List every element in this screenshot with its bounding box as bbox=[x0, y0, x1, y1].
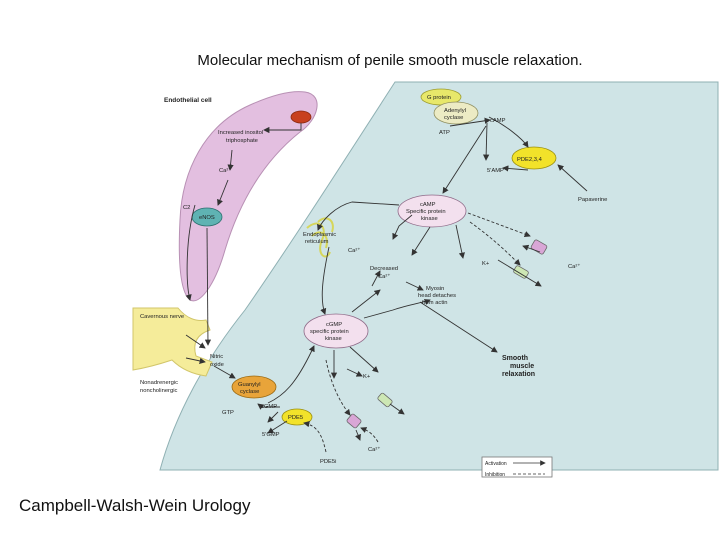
guanylyl-cyclase-oval bbox=[231, 375, 277, 399]
potassium-channel bbox=[513, 265, 529, 279]
label-k-bottom: K+ bbox=[363, 374, 371, 380]
legend-box bbox=[481, 456, 553, 478]
label-g-protein: G protein bbox=[427, 95, 451, 101]
label-camp-kinase-3: kinase bbox=[421, 216, 438, 222]
label-k-right: K+ bbox=[482, 261, 490, 267]
label-pde234: PDE2,3,4 bbox=[517, 157, 543, 163]
label-er-2: reticulum bbox=[305, 239, 329, 245]
label-ca-er: Ca²⁺ bbox=[348, 247, 360, 254]
label-papaverine: Papaverine bbox=[578, 197, 607, 203]
label-myosin-1: Myosin bbox=[426, 286, 444, 292]
label-camp: cAMP bbox=[490, 118, 506, 124]
label-atp: ATP bbox=[439, 130, 450, 136]
label-cgmp-kinase-3: kinase bbox=[325, 336, 342, 342]
label-adenylyl-1: Adenylyl bbox=[444, 108, 466, 114]
label-guanylyl-1: Guanylyl bbox=[238, 382, 261, 388]
label-ca-bottom: Ca²⁺ bbox=[368, 446, 380, 453]
inhibition-arrows bbox=[303, 212, 531, 453]
legend-activation-label: Activation bbox=[485, 461, 507, 467]
label-cgmp-kinase-2: specific protein bbox=[310, 329, 349, 335]
label-c2: C2 bbox=[183, 205, 190, 211]
label-ca-right: Ca²⁺ bbox=[568, 263, 580, 270]
legend-inhibition-label: Inhibition bbox=[485, 472, 505, 478]
cgmp-kinase-oval bbox=[303, 313, 369, 349]
label-nanc-1: Nonadrenergic bbox=[140, 380, 178, 386]
pde5-oval bbox=[281, 408, 313, 426]
label-nitric-1: Nitric bbox=[210, 354, 223, 360]
label-enos: eNOS bbox=[199, 215, 215, 221]
calcium-channel bbox=[530, 239, 548, 255]
adenylyl-cyclase-oval bbox=[433, 101, 479, 125]
label-endothelial-cell: Endothelial cell bbox=[164, 97, 212, 104]
label-myosin-2: head detaches bbox=[418, 293, 456, 299]
label-pde5i: PDE5i bbox=[320, 459, 336, 465]
label-pde5: PDE5 bbox=[288, 415, 303, 421]
label-guanylyl-2: cyclase bbox=[240, 389, 259, 395]
label-ca-endo: Ca²⁺ bbox=[219, 167, 231, 174]
label-smooth-1: Smooth bbox=[502, 355, 528, 362]
pathway-arrows bbox=[185, 116, 588, 441]
label-smooth-2: muscle bbox=[510, 363, 534, 370]
label-nitric-2: oxide bbox=[210, 362, 224, 368]
label-smooth-3: relaxation bbox=[502, 371, 535, 378]
label-decreased-2: Ca²⁺ bbox=[378, 273, 390, 280]
label-camp-kinase-1: cAMP bbox=[420, 202, 436, 208]
calcium-channel-lower bbox=[346, 413, 362, 429]
label-cgmp-kinase-1: cGMP bbox=[326, 322, 342, 328]
camp-kinase-oval bbox=[397, 194, 467, 228]
label-decreased-1: Decreased bbox=[370, 266, 398, 272]
label-camp-kinase-2: Specific protein bbox=[406, 209, 446, 215]
label-cgmp: cGMP bbox=[261, 404, 277, 410]
source-caption: Campbell-Walsh-Wein Urology bbox=[19, 496, 251, 515]
label-inositol-1: Increased inositol bbox=[218, 130, 263, 136]
pde234-oval bbox=[511, 146, 557, 170]
label-nanc-2: noncholinergic bbox=[140, 388, 177, 394]
label-inositol-2: triphosphate bbox=[226, 138, 258, 144]
receptor-icon bbox=[290, 110, 312, 124]
label-5gmp: 5'GMP bbox=[262, 432, 280, 438]
er-icon bbox=[306, 217, 334, 258]
label-adenylyl-2: cyclase bbox=[444, 115, 463, 121]
label-er-1: Endoplasmic bbox=[303, 232, 336, 238]
label-gtp: GTP bbox=[222, 410, 234, 416]
label-myosin-3: from actin bbox=[422, 300, 447, 306]
figure-title: Molecular mechanism of penile smooth mus… bbox=[197, 52, 583, 69]
label-cavernous-nerve: Cavernous nerve bbox=[140, 314, 184, 320]
label-5amp: 5'AMP bbox=[487, 168, 504, 174]
